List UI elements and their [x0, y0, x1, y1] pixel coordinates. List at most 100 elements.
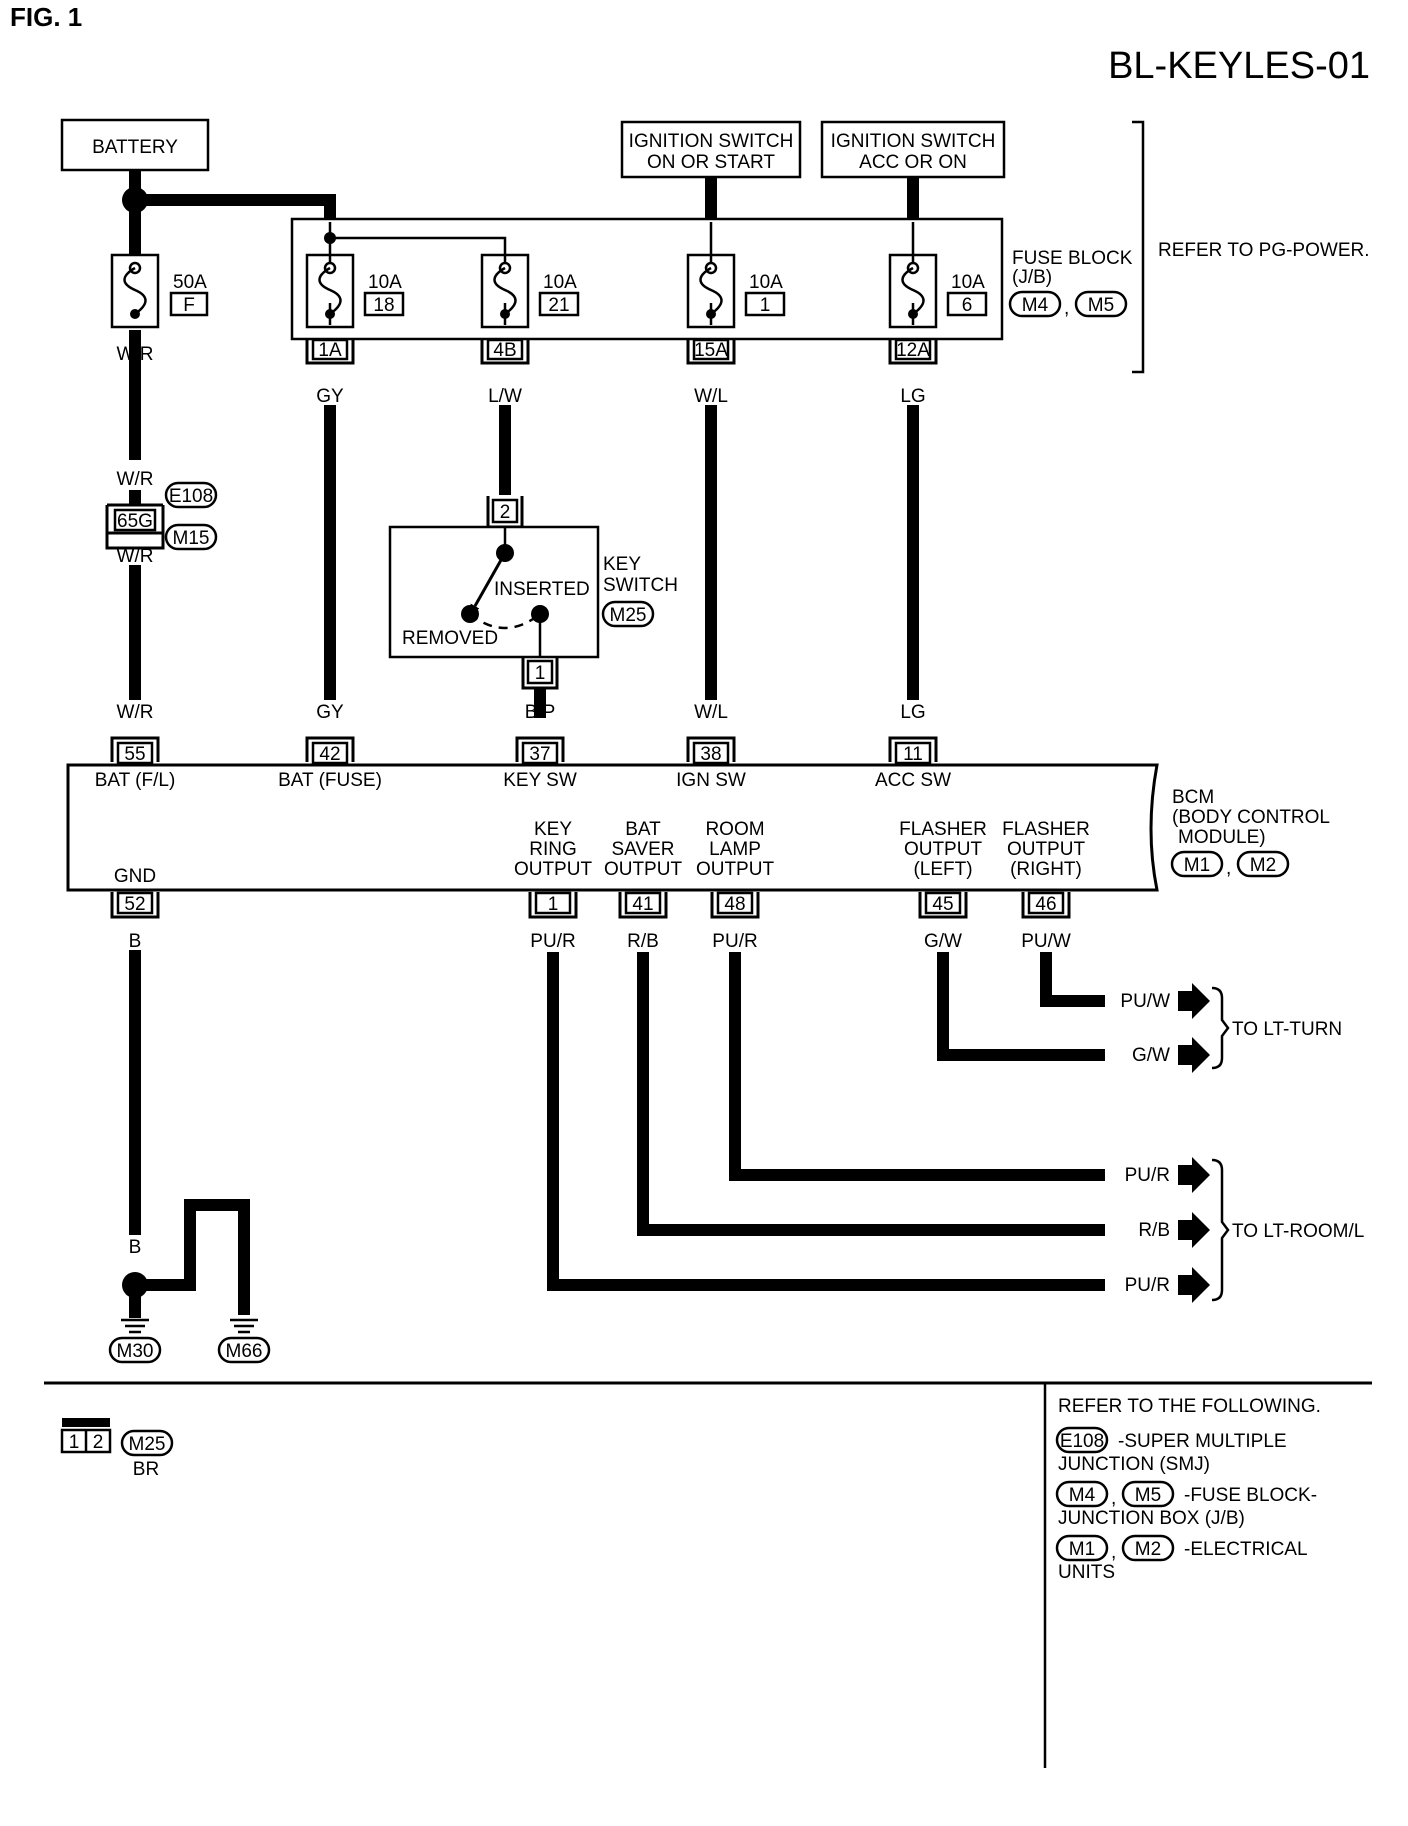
ground-wire-b-3: B	[238, 1237, 251, 1258]
key-switch-contact	[470, 552, 507, 615]
bcm-output-1-wire: PU/R	[530, 931, 575, 952]
wire-battery-to-fuseblock	[135, 194, 336, 220]
key-switch-terminal-2: 2	[500, 502, 511, 523]
wire-gnd-splice	[135, 1199, 250, 1315]
fuse-bus	[328, 222, 507, 255]
bcm-output-1: KEY RING OUTPUT 1 PU/R	[514, 819, 593, 952]
smj-conn-e108: E108	[169, 486, 213, 507]
wire-label-lg-top: LG	[900, 386, 925, 407]
ground-symbol-m66	[230, 1318, 258, 1334]
bcm-name-2: (BODY CONTROL	[1172, 807, 1330, 828]
ign-acc-on-line1: IGNITION SWITCH	[831, 131, 996, 152]
bcm-input-38-terminal: 38	[700, 744, 721, 765]
smj-terminal-65g: 65G	[117, 511, 153, 532]
key-switch-inserted: INSERTED	[494, 579, 590, 600]
ignition-on-start-box: IGNITION SWITCH ON OR START	[620, 120, 802, 179]
lt-room-wire-rb: R/B	[1138, 1220, 1170, 1241]
bcm-input-37: B/P 37 KEY SW	[503, 702, 577, 791]
ground-wire-b-1: B	[129, 1237, 142, 1258]
power-refer-text: REFER TO PG-POWER.	[1158, 240, 1370, 261]
fuse-block: 10A 18 10A 21 10A 1	[290, 120, 1370, 374]
battery-box: BATTERY	[60, 118, 210, 172]
bcm-output-45-label-3: (LEFT)	[913, 859, 972, 880]
bcm: W/R 55 BAT (F/L) GY 42 BAT (FUSE) B/P 37…	[66, 702, 1330, 952]
fuse-block-terminals: 1A GY 4B L/W 15A W/L 12A LG	[305, 338, 938, 407]
lt-room-wire-pur-1: PU/R	[1125, 1165, 1170, 1186]
fuse-21-num: 21	[548, 295, 569, 316]
ref-desc-eu-1: -ELECTRICAL	[1184, 1539, 1308, 1560]
terminal-1a: 1A	[318, 340, 342, 361]
fuse-block-name-2: (J/B)	[1012, 267, 1052, 288]
bcm-output-52-label: GND	[114, 866, 156, 887]
diagram-id: BL-KEYLES-01	[1108, 45, 1370, 87]
wire-flasher-left	[937, 952, 1105, 1061]
destination-lt-turn: PU/W G/W TO LT-TURN	[1120, 983, 1342, 1073]
bcm-output-48: ROOM LAMP OUTPUT 48 PU/R	[696, 819, 775, 952]
wire-label-lw: L/W	[488, 386, 522, 407]
bcm-output-48-label-3: OUTPUT	[696, 859, 775, 880]
legend-connector: M25	[129, 1434, 166, 1455]
bcm-output-46-label-1: FLASHER	[1002, 819, 1090, 840]
bcm-input-42-label: BAT (FUSE)	[278, 770, 382, 791]
bcm-conn-m2: M2	[1250, 855, 1276, 876]
bcm-outline	[66, 763, 1159, 892]
lt-turn-bracket	[1211, 986, 1230, 1070]
fuse-6-amp: 10A	[951, 272, 985, 293]
wire-room-lamp-output	[729, 952, 1105, 1181]
lt-room-wire-pur-2: PU/R	[1125, 1275, 1170, 1296]
wire-label-wl-top: W/L	[694, 386, 728, 407]
bcm-output-41-label-2: SAVER	[611, 839, 674, 860]
fuse-block-conn-m5: M5	[1088, 295, 1114, 316]
battery-fuse-50a: 50A F W/R	[110, 253, 209, 365]
bcm-output-52: GND 52 B	[110, 866, 160, 952]
bcm-output-1-terminal: 1	[548, 894, 559, 915]
bcm-input-11-wire: LG	[900, 702, 925, 723]
fuse-block-name-1: FUSE BLOCK	[1012, 248, 1133, 269]
arrow-lt-room-pur-1	[1178, 1157, 1210, 1193]
bcm-name-1: BCM	[1172, 787, 1214, 808]
bcm-output-41-terminal: 41	[632, 894, 653, 915]
bcm-output-41-label-1: BAT	[625, 819, 661, 840]
key-switch-name-2: SWITCH	[603, 575, 678, 596]
key-switch-removed: REMOVED	[402, 628, 498, 649]
bcm-output-46: FLASHER OUTPUT (RIGHT) 46 PU/W	[1002, 819, 1090, 952]
bcm-input-55-label: BAT (F/L)	[95, 770, 176, 791]
arrow-lt-turn-puw	[1178, 983, 1210, 1019]
ref-desc-jb-1: -FUSE BLOCK-	[1184, 1485, 1317, 1506]
fuse-1-num: 1	[760, 295, 771, 316]
ref-desc-eu-2: UNITS	[1058, 1562, 1115, 1583]
figure-label: FIG. 1	[10, 2, 82, 32]
fuse-block-conn-m4: M4	[1022, 295, 1049, 316]
fuse-6: 10A 6	[888, 222, 988, 329]
ref-code-m5: M5	[1135, 1485, 1161, 1506]
bcm-output-46-terminal: 46	[1035, 894, 1056, 915]
ref-desc-smj-2: JUNCTION (SMJ)	[1058, 1454, 1210, 1475]
key-switch-name-1: KEY	[603, 554, 641, 575]
key-switch: 2 INSERTED REMOVED 1 KEY SWITCH M25	[388, 496, 678, 690]
reference-title: REFER TO THE FOLLOWING.	[1058, 1396, 1321, 1417]
ground-splice-dot	[122, 1272, 148, 1298]
arrow-lt-turn-gw	[1178, 1037, 1210, 1073]
reference-list: REFER TO THE FOLLOWING. E108 -SUPER MULT…	[1055, 1396, 1321, 1583]
bcm-output-1-label-2: RING	[529, 839, 577, 860]
bcm-input-55-terminal: 55	[124, 744, 145, 765]
wires	[129, 170, 1105, 1318]
fuse-18-amp: 10A	[368, 272, 402, 293]
bcm-input-11-label: ACC SW	[875, 770, 951, 791]
arrow-lt-room-pur-2	[1178, 1267, 1210, 1303]
lt-room-label: TO LT-ROOM/L	[1232, 1221, 1364, 1242]
bcm-output-41-wire: R/B	[627, 931, 659, 952]
ign-on-start-line1: IGNITION SWITCH	[629, 131, 794, 152]
smj-junction: W/R 65G W/R E108 M15	[105, 469, 218, 567]
lt-turn-label: TO LT-TURN	[1232, 1019, 1342, 1040]
bcm-output-45-label-1: FLASHER	[899, 819, 987, 840]
ref-desc-smj-1: -SUPER MULTIPLE	[1118, 1431, 1287, 1452]
wire-label-wr-1: W/R	[117, 344, 154, 365]
terminal-15a: 15A	[694, 340, 728, 361]
ground-conn-m30: M30	[117, 1341, 154, 1362]
bcm-output-48-terminal: 48	[724, 894, 745, 915]
fuse-21: 10A 21	[480, 253, 580, 329]
bcm-output-45-terminal: 45	[932, 894, 953, 915]
wire-flasher-right	[1040, 952, 1105, 1007]
